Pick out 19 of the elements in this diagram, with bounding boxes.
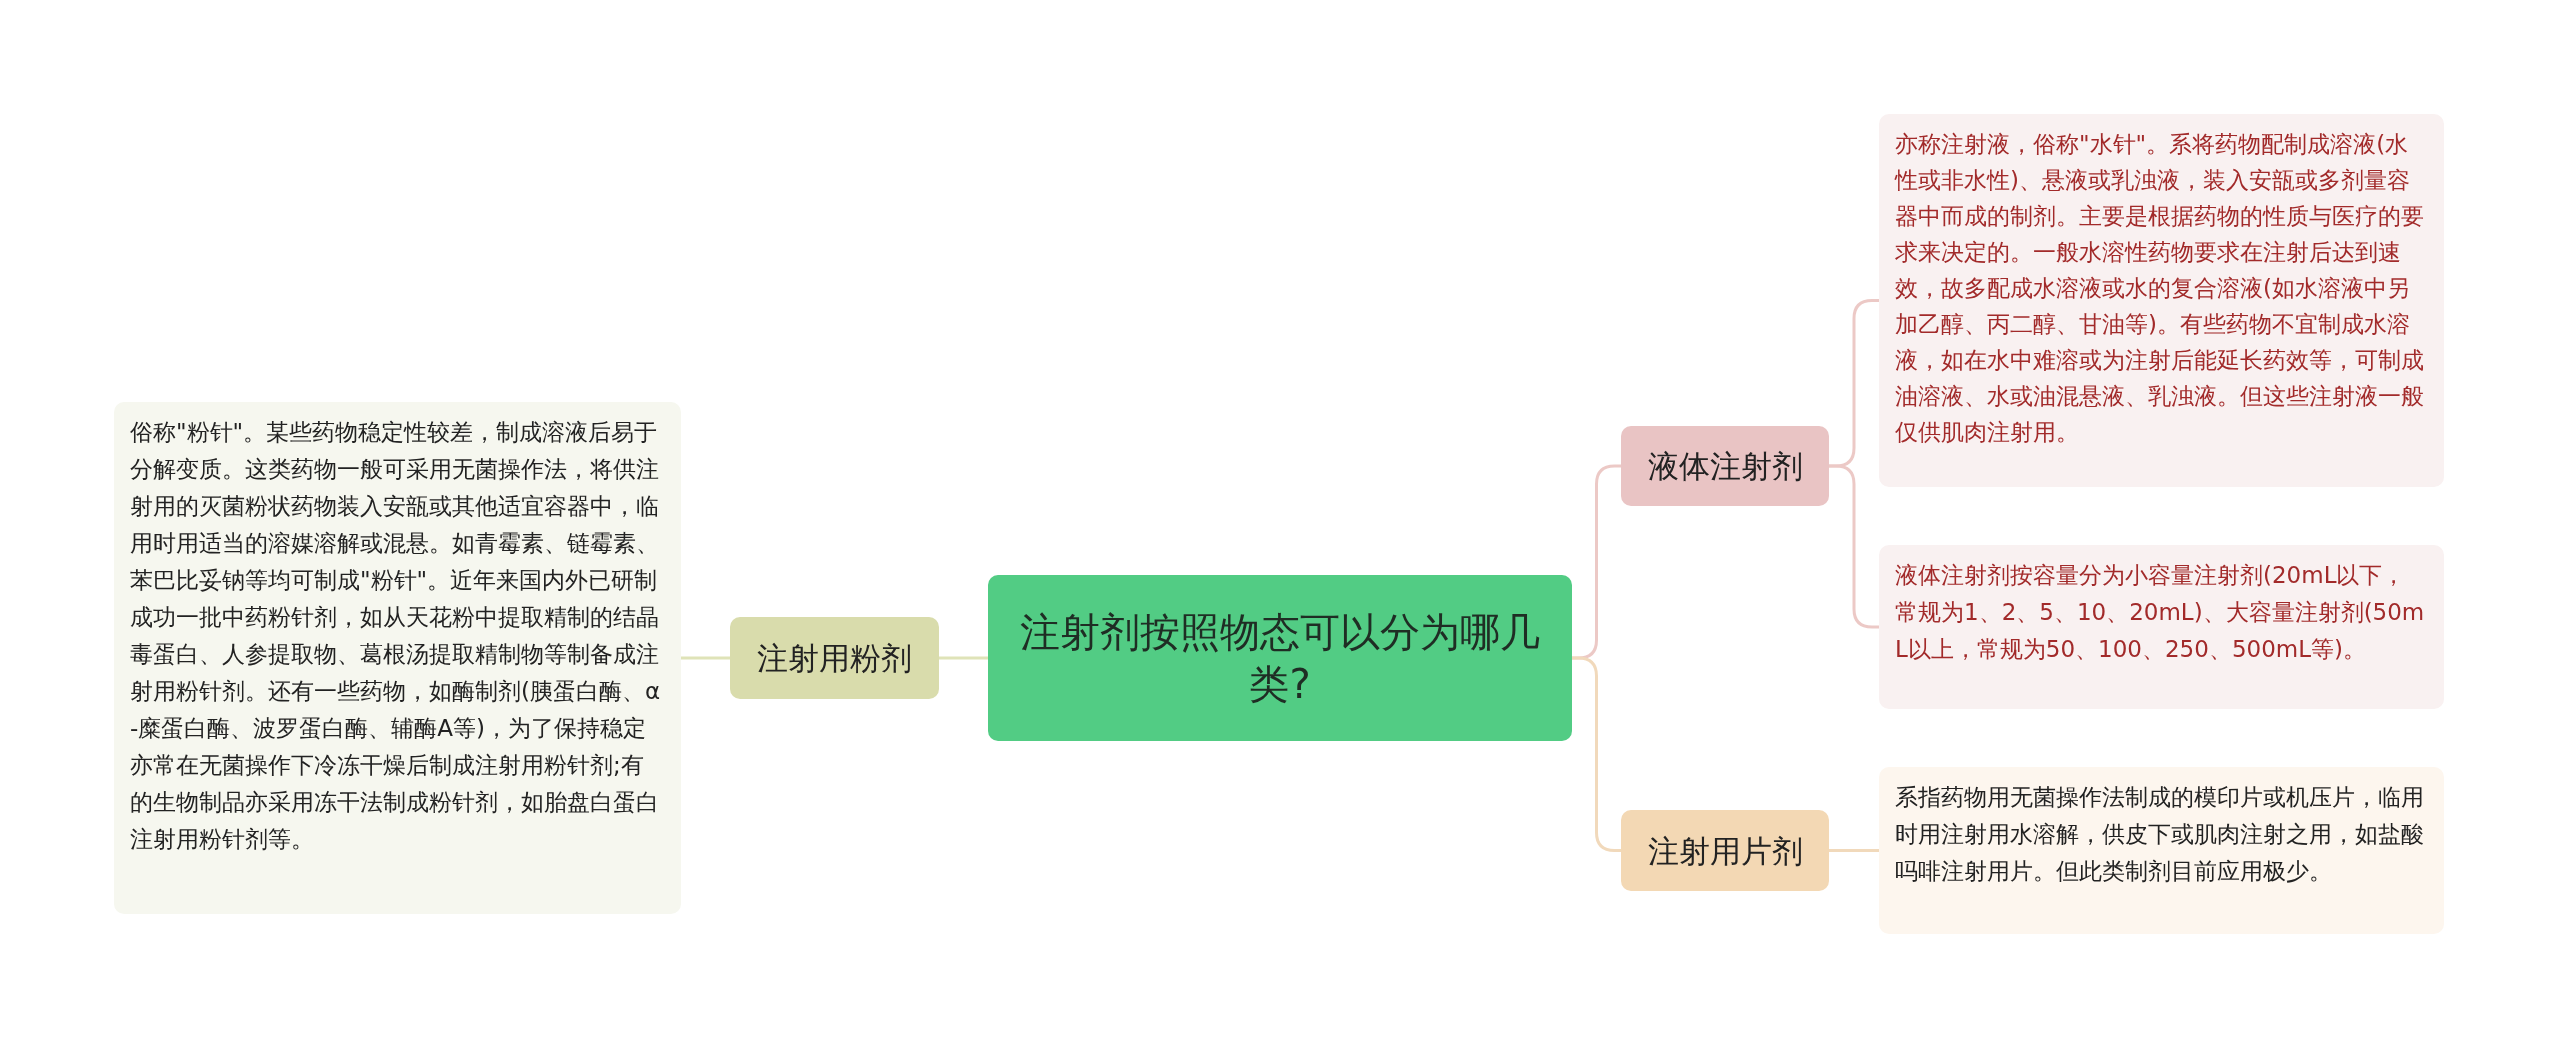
topic-box	[988, 575, 1572, 741]
branch-box	[1621, 426, 1829, 506]
branch-box	[1621, 810, 1829, 891]
note-text: 系指药物用无菌操作法制成的模印片或机压片，临用时用注射用水溶解，供皮下或肌肉注射之用，如盐酸吗啡注射用片。但此类制剂目前应用极少。	[1895, 783, 2425, 886]
connector-line	[939, 656, 988, 660]
note-text: 液体注射剂按容量分为小容量注射剂(20mL以下，常规为1、2、5、10、20mL)、大容量注射剂(50mL以上，常规为50、100、250、500mL等)。	[1895, 561, 2426, 664]
connector-line	[1829, 849, 1879, 852]
note-box	[1879, 767, 2444, 934]
connector-line	[681, 656, 730, 660]
node-label: 液体注射剂	[1647, 447, 1803, 486]
note-box	[114, 402, 681, 914]
note-box	[1879, 545, 2444, 709]
note-text: 亦称注射液，俗称"水针"。系将药物配制成溶液(水性或非水性)、悬液或乳浊液，装入安瓿或多剂量容器中而成的制剂。主要是根据药物的性质与医疗的要求来决定的。一般水溶性药物要求在注射后达到速效，故多配成水溶液或水的复合溶液(如水溶液中另加乙醇、丙二醇、甘油等)。有些药物不宜制成水溶液，如在水中难溶或为注射后能延长药效等，可制成油溶液、水或油混悬液、乳浊液。但这些注射液一般仅供肌肉注射用。	[1895, 130, 2425, 447]
branch-box	[730, 617, 939, 699]
node-label: 注射用片剂	[1647, 831, 1803, 871]
note-box	[1879, 114, 2444, 487]
note-text: 俗称"粉针"。某些药物稳定性较差，制成溶液后易于分解变质。这类药物一般可采用无菌操作法，将供注射用的灭菌粉状药物装入安瓿或其他适宜容器中，临用时用适当的溶媒溶解或混悬。如青霉素、链霉素、苯巴比妥钠等均可制成"粉针"。近年来国内外已研制成功一批中药粉针剂，如从天花粉中提取精制的结晶毒蛋白、人参提取物、葛根汤提取精制物等制备成注射用粉针剂。还有一些药物，如酶制剂(胰蛋白酶、α-糜蛋白酶、波罗蛋白酶、辅酶A等)，为了保持稳定亦常在无菌操作下冷冻干燥后制成注射用粉针剂;有的生物制品亦采用冻干法制成粉针剂，如胎盘白蛋白注射用粉针剂等。	[130, 418, 662, 854]
node-label: 注射用粉剂	[757, 639, 912, 678]
node-label: 注射剂按照物态可以分为哪几类?	[1019, 608, 1541, 709]
